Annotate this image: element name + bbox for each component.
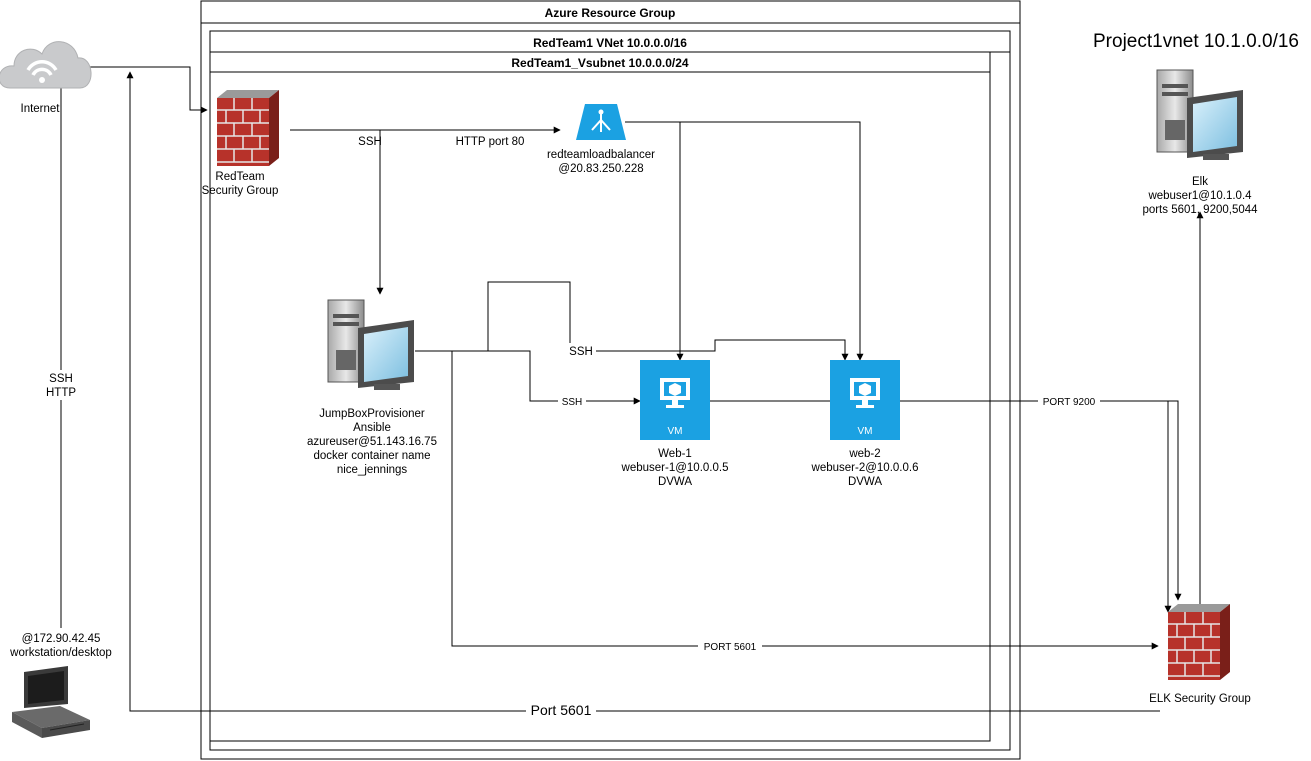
- workstation-line-2: workstation/desktop: [9, 647, 112, 659]
- redteam-sg-line-2: Security Group: [202, 185, 279, 197]
- edge-jumpbox-web2: [570, 339, 849, 361]
- web2-line-1: web-2: [848, 448, 880, 460]
- load-balancer-node: redteamloadbalancer @20.83.250.228: [547, 104, 655, 175]
- server-computer-icon: [1156, 69, 1244, 161]
- workstation-node: @172.90.42.45 workstation/desktop: [9, 633, 112, 738]
- edge-lb-web2: [680, 121, 864, 361]
- edge-label-ssh-web2: SSH: [569, 346, 593, 358]
- connectors: [57, 66, 1204, 712]
- firewall-icon: [216, 89, 280, 167]
- jumpbox-line-3: azureuser@51.143.16.75: [307, 436, 437, 448]
- edge-web1-elk-sg: [710, 400, 1182, 601]
- edge-jumpbox-web1-loop: [415, 281, 681, 360]
- workstation-line-1: @172.90.42.45: [22, 633, 101, 645]
- web1-line-2: webuser-1@10.0.0.5: [621, 462, 729, 474]
- internet-node: Internet: [0, 41, 92, 115]
- edge-jumpbox-elk-sg: [451, 351, 1159, 650]
- vsubnet-container: RedTeam1_Vsubnet 10.0.0.0/24: [209, 51, 991, 742]
- edge-label-port-9200: PORT 9200: [1043, 397, 1096, 408]
- elk-node: Elk webuser1@10.1.0.4 ports 5601, 9200,5…: [1142, 69, 1258, 216]
- elk-security-group-node: ELK Security Group: [1149, 603, 1251, 705]
- jumpbox-line-2: Ansible: [353, 422, 391, 434]
- edge-internet-redteam-sg: [80, 66, 208, 114]
- server-computer-icon: [327, 299, 415, 391]
- jumpbox-line-4: docker container name: [314, 450, 431, 462]
- cloud-icon: [0, 41, 92, 89]
- web2-node: VM web-2 webuser-2@10.0.0.6 DVWA: [811, 360, 919, 488]
- elk-line-1: Elk: [1192, 176, 1208, 188]
- web1-line-1: Web-1: [658, 448, 692, 460]
- project-vnet-title: Project1vnet 10.1.0.0/16: [1093, 31, 1299, 52]
- resource-group-title: Azure Resource Group: [545, 6, 676, 20]
- edge-label-ssh-web1: SSH: [562, 397, 583, 408]
- load-balancer-line-2: @20.83.250.228: [558, 163, 643, 175]
- vnet-title: RedTeam1 VNet 10.0.0.0/16: [533, 36, 687, 50]
- redteam-sg-line-1: RedTeam: [215, 171, 264, 183]
- web2-vm-badge: VM: [858, 426, 873, 437]
- load-balancer-icon: [576, 104, 626, 140]
- edge-label-http-port-80: HTTP port 80: [456, 136, 525, 148]
- edge-jumpbox-web1: [488, 350, 641, 405]
- edge-label-http: HTTP: [46, 387, 76, 399]
- edge-workstation-port5601: [126, 71, 1160, 712]
- jumpbox-node: JumpBoxProvisioner Ansible azureuser@51.…: [307, 299, 437, 476]
- load-balancer-line-1: redteamloadbalancer: [547, 149, 655, 161]
- elk-sg-label: ELK Security Group: [1149, 693, 1251, 705]
- web1-vm-badge: VM: [668, 426, 683, 437]
- elk-line-3: ports 5601, 9200,5044: [1142, 204, 1258, 216]
- web1-node: VM Web-1 webuser-1@10.0.0.5 DVWA: [621, 360, 729, 488]
- desktop-computer-icon: [12, 666, 90, 738]
- edge-label-port-5601-workstation: Port 5601: [531, 702, 592, 718]
- elk-line-2: webuser1@10.1.0.4: [1147, 190, 1252, 202]
- jumpbox-line-1: JumpBoxProvisioner: [319, 408, 425, 420]
- edge-label-ssh-sg: SSH: [358, 136, 382, 148]
- edge-label-ssh: SSH: [49, 373, 73, 385]
- jumpbox-line-5: nice_jennings: [337, 464, 408, 476]
- web2-line-3: DVWA: [848, 476, 882, 488]
- vsubnet-title: RedTeam1_Vsubnet 10.0.0.0/24: [511, 56, 689, 70]
- firewall-icon: [1167, 603, 1231, 681]
- azure-resource-group-container: Azure Resource Group: [200, 0, 1021, 760]
- edge-label-port-5601-jumpbox: PORT 5601: [704, 642, 757, 653]
- web2-line-2: webuser-2@10.0.0.6: [811, 462, 919, 474]
- redteam-security-group-node: RedTeam Security Group: [202, 89, 280, 197]
- internet-label: Internet: [21, 103, 61, 115]
- web1-line-3: DVWA: [658, 476, 692, 488]
